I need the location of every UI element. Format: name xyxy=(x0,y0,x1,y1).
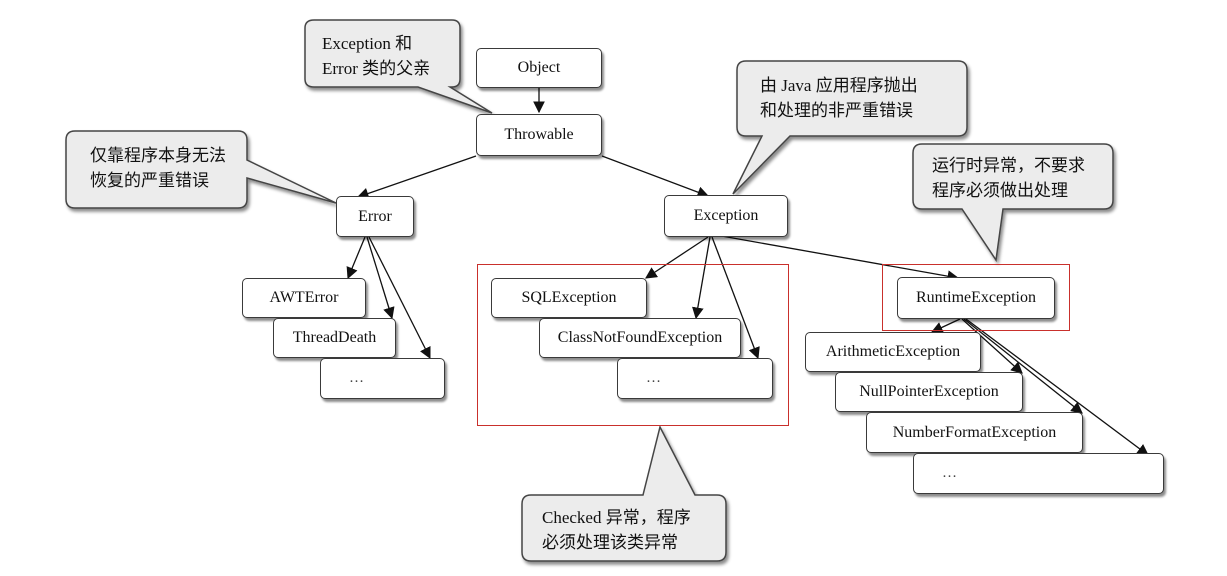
callout-checked-desc-text: Checked 异常，程序 必须处理该类异常 xyxy=(542,505,691,555)
node-runtimeexception: RuntimeException xyxy=(897,277,1055,319)
arrow-exception-runtime xyxy=(715,234,960,282)
callout-parent xyxy=(304,19,493,114)
arrow-runtime-more xyxy=(965,318,1149,456)
callout-runtime-desc-line-2: 程序必须做出处理 xyxy=(932,181,1068,200)
node-awterror: AWTError xyxy=(242,278,366,318)
node-arithmeticexception: ArithmeticException xyxy=(805,332,981,372)
node-checked-more: … xyxy=(617,358,773,399)
checked-exceptions-group xyxy=(477,264,789,426)
node-sqlexception: SQLException xyxy=(491,278,647,318)
arrow-error-awterror xyxy=(346,236,366,280)
callout-checked-desc xyxy=(521,424,727,562)
runtime-exception-group xyxy=(882,264,1070,331)
arrow-runtime-numberformat xyxy=(963,318,1083,414)
arrow-runtime-arithmetic xyxy=(930,318,961,333)
callout-runtime-desc xyxy=(912,143,1114,263)
arrow-exception-sql xyxy=(645,236,709,279)
arrow-exception-classnotfound xyxy=(692,236,711,320)
node-runtime-more: … xyxy=(913,453,1164,494)
node-numberformatexception: NumberFormatException xyxy=(866,412,1083,453)
arrow-throwable-error xyxy=(356,155,477,200)
node-object: Object xyxy=(476,48,602,88)
node-threaddeath: ThreadDeath xyxy=(273,318,396,358)
callout-exception-desc xyxy=(732,60,968,195)
node-nullpointerexception: NullPointerException xyxy=(835,372,1023,412)
callout-parent-text: Exception 和 Error 类的父亲 xyxy=(322,31,430,81)
callout-exception-desc-text: 由 Java 应用程序抛出 和处理的非严重错误 xyxy=(760,73,918,123)
arrow-throwable-exception xyxy=(601,155,710,198)
arrow-runtime-nullpointer xyxy=(961,318,1023,374)
callout-checked-desc-line-2: 必须处理该类异常 xyxy=(542,533,678,552)
arrow-error-more xyxy=(368,236,431,360)
node-throwable: Throwable xyxy=(476,114,602,156)
callout-exception-desc-line-1: 由 Java 应用程序抛出 xyxy=(760,76,918,95)
callout-error-desc-line-1: 仅靠程序本身无法 xyxy=(90,146,226,165)
callout-error-desc-text: 仅靠程序本身无法 恢复的严重错误 xyxy=(90,143,226,193)
callout-runtime-desc-line-1: 运行时异常，不要求 xyxy=(932,156,1085,175)
callout-parent-line-2: Error 类的父亲 xyxy=(322,59,431,78)
node-exception: Exception xyxy=(664,195,788,237)
hierarchy-arrows xyxy=(346,88,1149,456)
arrow-exception-checked-more xyxy=(711,236,760,360)
callout-runtime-desc-text: 运行时异常，不要求 程序必须做出处理 xyxy=(932,153,1085,203)
node-classnotfoundexception: ClassNotFoundException xyxy=(539,318,741,358)
node-error-more: … xyxy=(320,358,445,399)
callout-error-desc-line-2: 恢复的严重错误 xyxy=(90,171,209,190)
callout-exception-desc-line-2: 和处理的非严重错误 xyxy=(760,101,913,120)
arrow-error-threaddeath xyxy=(366,236,395,320)
node-error: Error xyxy=(336,196,414,237)
callout-checked-desc-line-1: Checked 异常，程序 xyxy=(542,508,691,527)
callout-parent-line-1: Exception 和 xyxy=(322,34,413,53)
callout-error-desc xyxy=(65,130,337,209)
